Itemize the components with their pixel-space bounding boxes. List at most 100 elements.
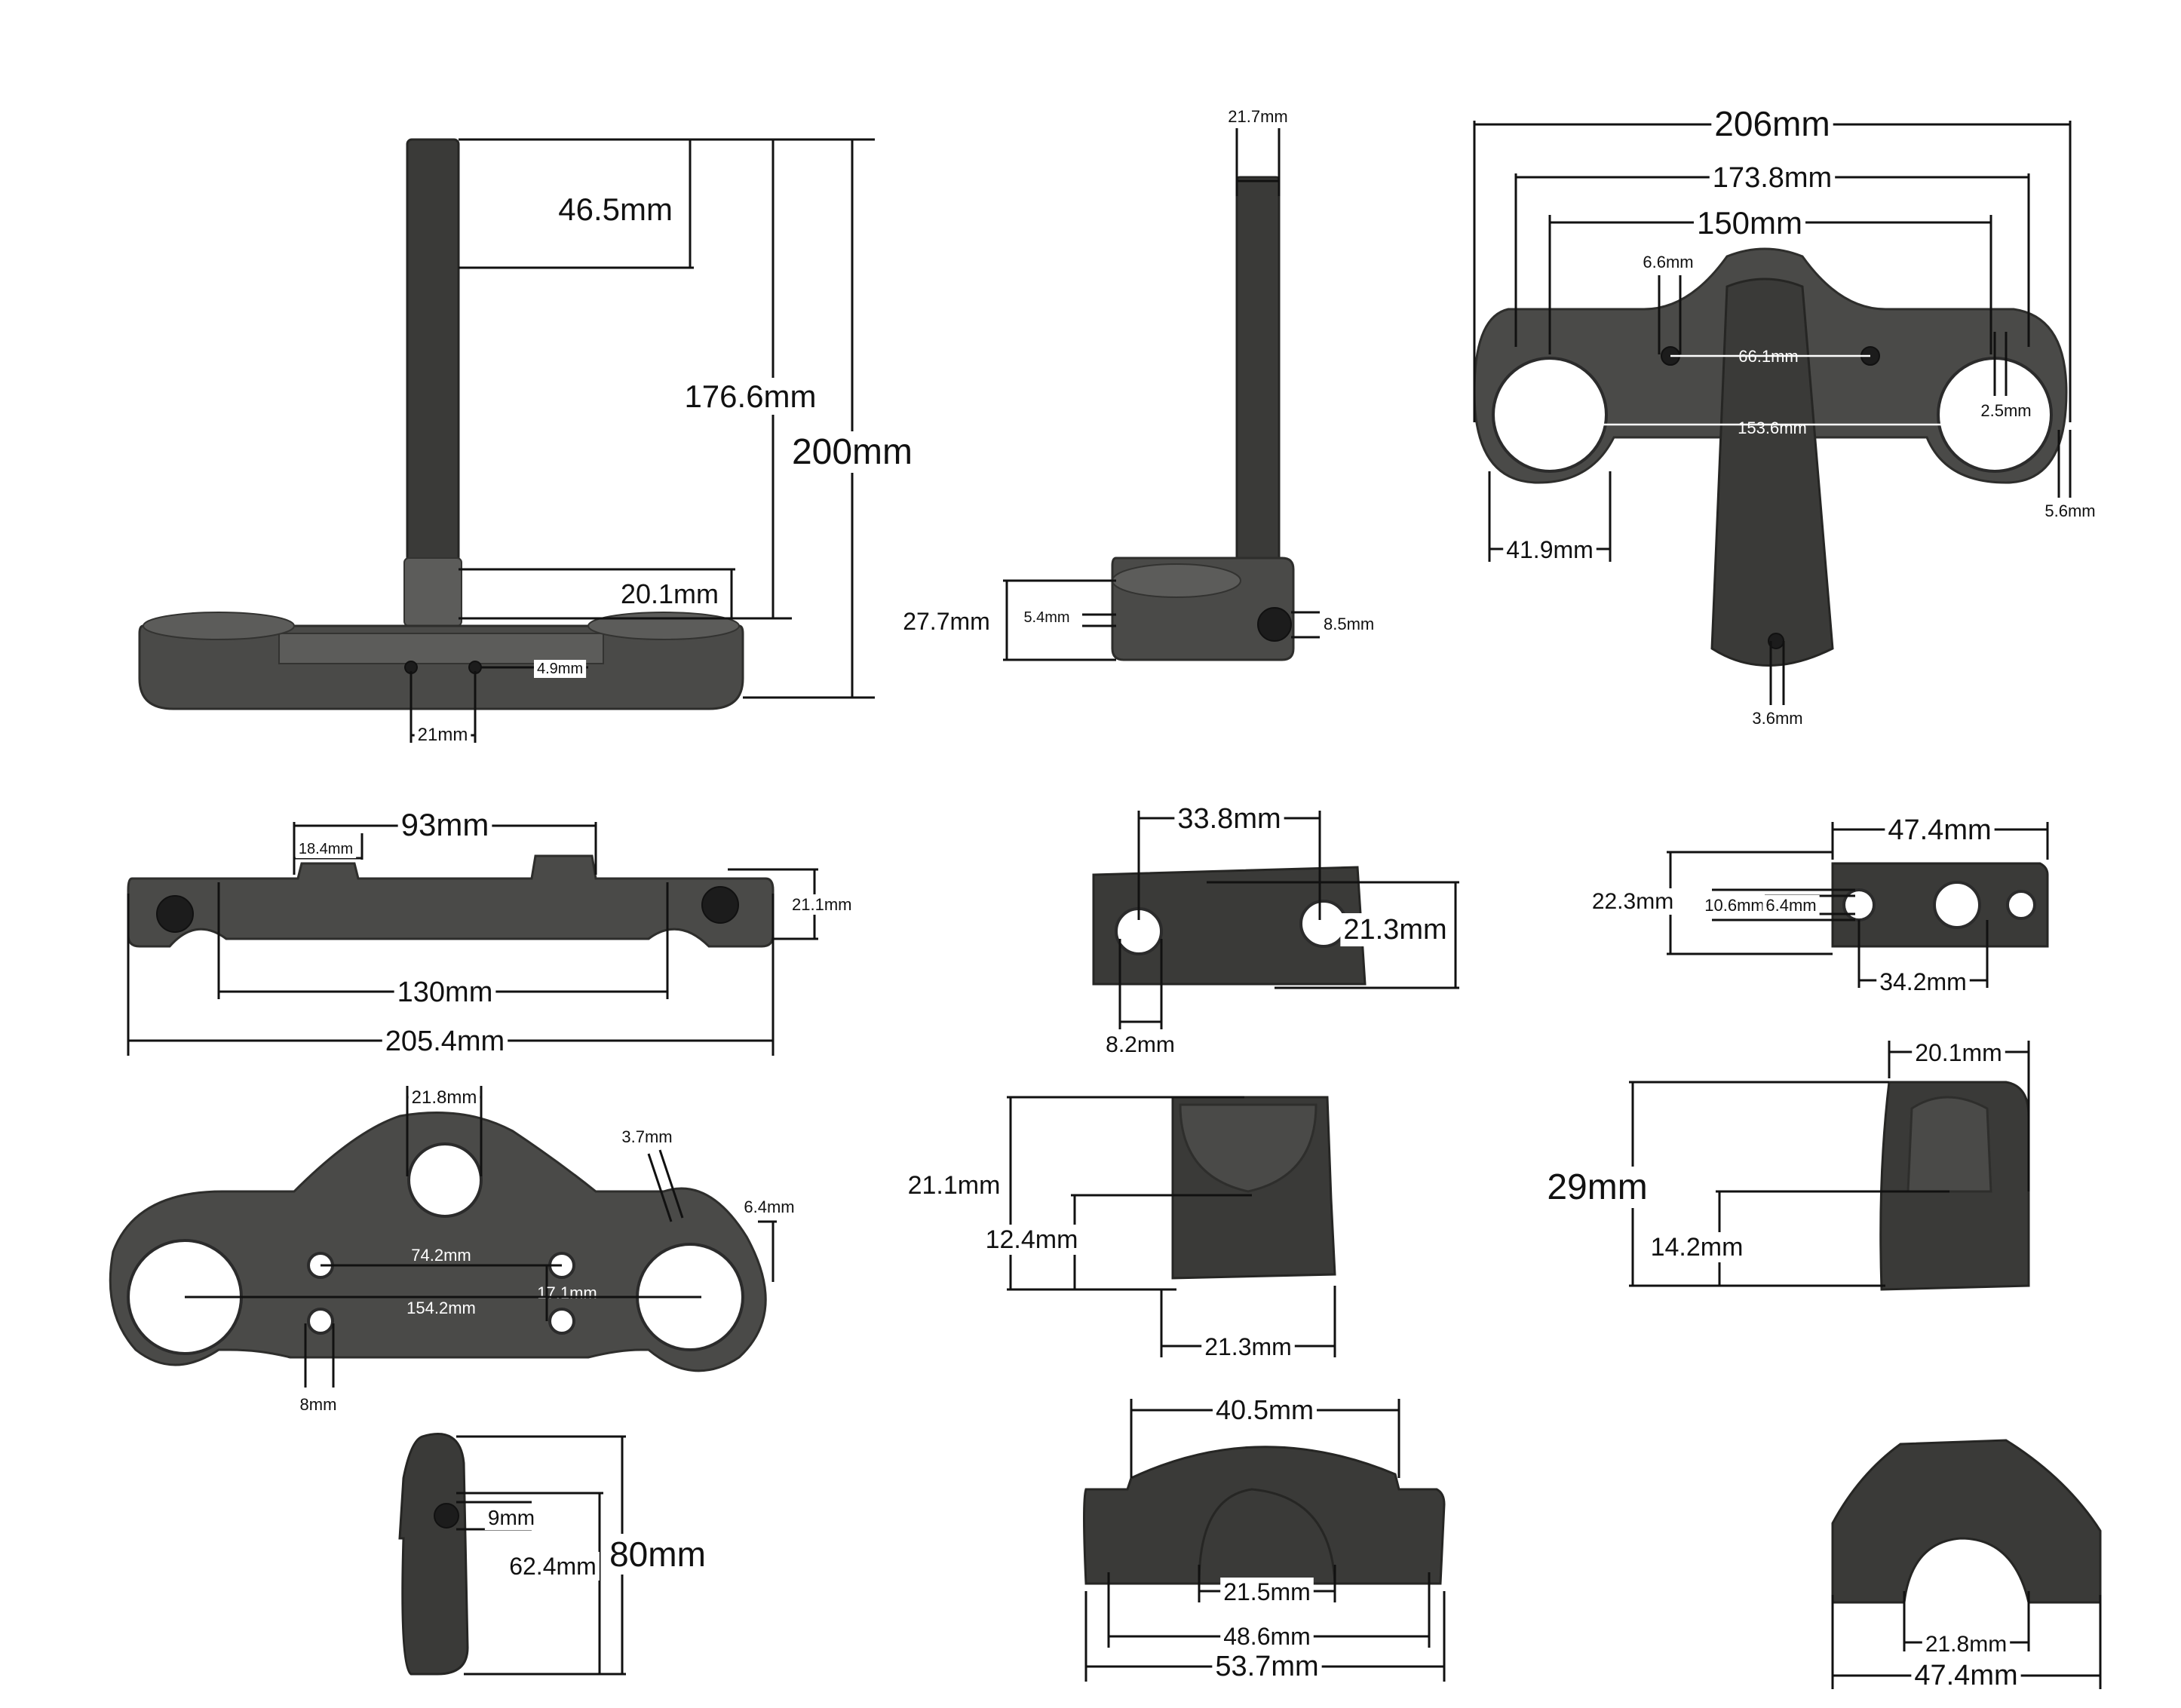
clamp-face [278, 633, 604, 664]
label-halo [789, 894, 855, 915]
label-halo [382, 1025, 508, 1058]
part-clamp-block-b: 47.4mm 22.3mm 10.6mm 6.4mm 34.2mm [1588, 814, 2049, 996]
side-clamp-hole [434, 1503, 459, 1529]
label-halo [1174, 802, 1284, 836]
bottom-center-hole [407, 1142, 483, 1218]
label-halo [1201, 1332, 1295, 1361]
cap-a-pocket [1179, 1103, 1317, 1193]
block-a-hole-right [1299, 900, 1348, 948]
label-halo [1912, 1038, 2005, 1067]
label-p2-slot: 5.4mm [1023, 609, 1069, 626]
bottom-mount-hole-3 [307, 1308, 334, 1335]
label-p12-overall: 47.4mm [1914, 1660, 2017, 1691]
label-p10-hole: 9mm [488, 1506, 535, 1529]
label-halo [1709, 161, 1836, 195]
label-p12-arc: 21.8mm [1925, 1632, 2007, 1657]
stem-bolt-hole [1257, 607, 1292, 642]
label-halo [1212, 1394, 1317, 1426]
label-halo [1693, 204, 1806, 241]
right-bore [701, 886, 739, 924]
label-halo [555, 191, 676, 228]
label-p3-overall: 206mm [1714, 104, 1830, 143]
label-halo [788, 431, 916, 473]
label-p5-height: 21.3mm [1343, 914, 1446, 946]
label-halo [296, 1394, 340, 1415]
top-stem [1710, 278, 1834, 667]
label-p11-arc: 21.5mm [1223, 1578, 1311, 1605]
label-p7-edge: 6.4mm [744, 1197, 794, 1216]
label-halo [506, 1552, 600, 1581]
part-half-clamp-a: 40.5mm 21.5mm 48.6mm 53.7mm [1083, 1394, 1446, 1683]
label-p5-spacing: 33.8mm [1177, 803, 1281, 835]
label-halo [1701, 895, 1768, 915]
label-halo [1762, 895, 1820, 915]
label-halo [397, 806, 492, 843]
label-p8-height: 21.1mm [908, 1171, 1001, 1200]
label-p9-inner: 14.2mm [1651, 1233, 1744, 1262]
part-triple-clamp-bottom-top: 21.8mm 3.7mm 6.4mm 74.2mm 17.1mm 154.2mm… [109, 1086, 798, 1415]
label-halo [1640, 252, 1697, 272]
label-p3-hole: 6.6mm [1643, 253, 1693, 271]
label-p6-b: 6.4mm [1765, 896, 1816, 915]
label-p7-offset: 17.1mm [537, 1283, 597, 1302]
label-p1-hole-small: 4.9mm [537, 661, 583, 677]
label-p6-a: 10.6mm [1704, 896, 1764, 915]
cap-b-pocket [1906, 1096, 1992, 1193]
block-b-hole-left [1842, 888, 1876, 921]
label-p3-edge: 5.6mm [2044, 501, 2095, 520]
label-p4-height: 21.1mm [792, 895, 851, 914]
stem-collar [403, 557, 462, 627]
label-p7-clamp-centers: 154.2mm [406, 1299, 476, 1317]
half-clamp-b-body [1831, 1439, 2102, 1604]
label-p3-clamp-centers: 153.6mm [1738, 419, 1807, 437]
block-b-hole-right [2006, 890, 2036, 920]
label-halo [1977, 400, 2035, 421]
label-p7-center-hole: 21.8mm [412, 1087, 477, 1108]
side-clamp-body [398, 1433, 469, 1676]
label-halo [1220, 1578, 1314, 1606]
label-halo [1876, 967, 1970, 996]
label-halo [534, 660, 587, 678]
label-halo [1647, 1232, 1747, 1262]
label-p11-overall: 53.7mm [1215, 1651, 1318, 1682]
label-halo [681, 378, 820, 415]
stem-clamp-ring [1112, 563, 1241, 598]
label-p3-clamp-dia: 41.9mm [1506, 536, 1594, 563]
label-p3-gap: 2.5mm [1980, 401, 2031, 420]
left-fork-hole [1492, 357, 1608, 473]
part-clamp-block-a: 33.8mm 21.3mm 8.2mm [1092, 802, 1459, 1058]
part-stem-angled: 21.7mm 27.7mm 5.4mm 8.5mm [900, 106, 1378, 661]
label-halo [414, 724, 471, 746]
half-clamp-a-body [1083, 1446, 1446, 1585]
label-p2-bolt: 8.5mm [1324, 615, 1374, 633]
label-halo [394, 976, 496, 1009]
label-p2-clamp-height: 27.7mm [903, 608, 990, 635]
part-clamp-cap-a: 21.1mm 12.4mm 21.3mm [904, 1096, 1336, 1361]
label-halo [741, 1197, 798, 1217]
label-halo [617, 578, 722, 610]
part-clamp-side: 80mm 62.4mm 9mm [398, 1433, 709, 1676]
label-p1-bottom-section: 20.1mm [621, 578, 719, 609]
label-p9-width: 20.1mm [1915, 1039, 2002, 1066]
label-halo [1749, 708, 1806, 728]
label-p6-spacing: 34.2mm [1879, 968, 1967, 995]
part-triple-clamp-top-with-stem: 206mm 173.8mm 150mm 6.6mm 66.1mm 153.6mm… [1473, 103, 2099, 728]
label-p8-inner: 12.4mm [986, 1225, 1078, 1254]
clamp-right-top [587, 612, 740, 640]
label-halo [295, 840, 357, 858]
label-p4-boss: 18.4mm [299, 841, 353, 857]
label-p11-mid: 48.6mm [1223, 1623, 1311, 1650]
label-p3-stem-hole: 3.6mm [1752, 709, 1802, 728]
label-halo [982, 1225, 1081, 1255]
part-half-clamp-b: 21.8mm 47.4mm [1831, 1439, 2102, 1692]
label-p6-width: 47.4mm [1888, 814, 1991, 846]
label-p3-mount-spacing: 66.1mm [1738, 347, 1798, 366]
label-halo [1911, 1659, 2021, 1692]
label-p11-top: 40.5mm [1216, 1394, 1314, 1425]
label-p1-stem-length: 176.6mm [684, 379, 816, 414]
bottom-mount-hole-4 [548, 1308, 575, 1335]
clamp-left-top [143, 612, 295, 640]
label-halo [1225, 106, 1291, 127]
label-halo [484, 1505, 538, 1530]
